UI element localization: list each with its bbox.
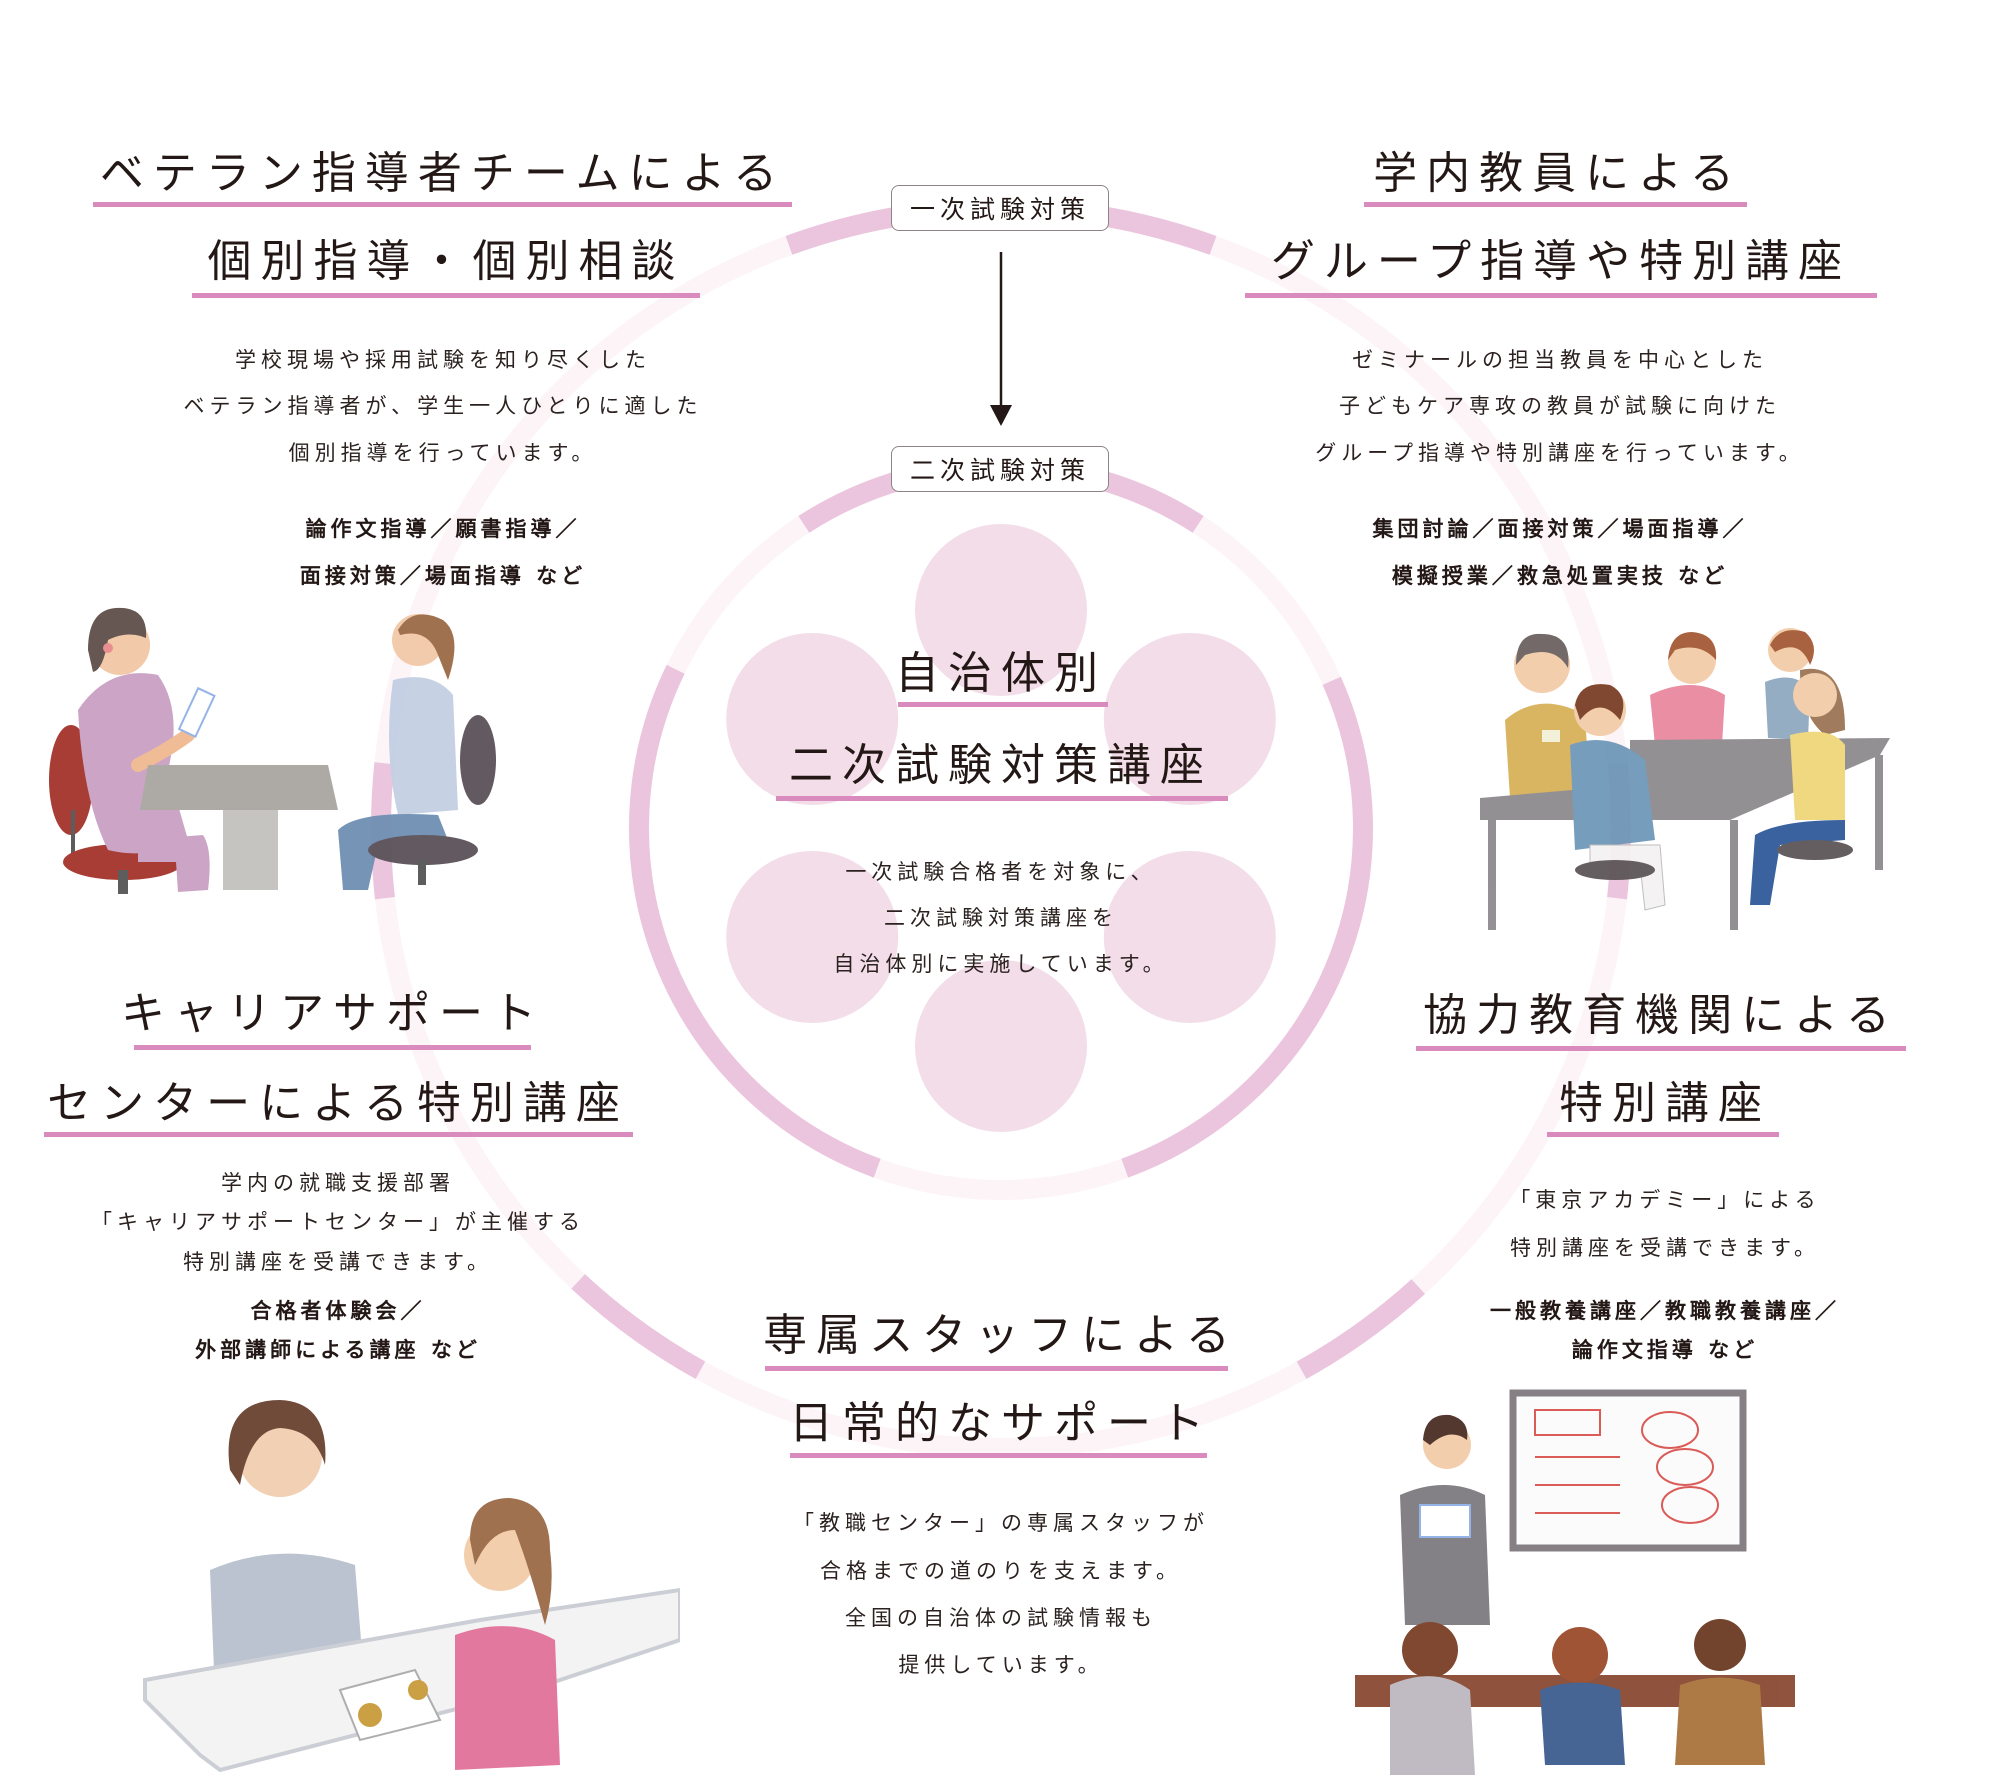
- second-stage-text: 二次試験対策: [909, 456, 1090, 485]
- veteran-title-underline-2: [192, 293, 700, 298]
- faculty-title-underline-2: [1245, 293, 1877, 298]
- flower-petal: [915, 960, 1087, 1132]
- center-body-line: 自治体別に実施しています。: [833, 952, 1169, 976]
- staff-title-line1: 専属スタッフによる: [763, 1310, 1239, 1361]
- veteran-body-line: ベテラン指導者が、学生一人ひとりに適した: [183, 394, 703, 418]
- inner-ring-segment-left: [629, 664, 881, 1178]
- partner-title-underline-1: [1416, 1046, 1906, 1051]
- partner-title-line2: 特別講座: [1559, 1078, 1771, 1129]
- veteran-title-underline-1: [93, 202, 792, 207]
- career-body-line: 学内の就職支援部署: [221, 1171, 455, 1195]
- career-body-line: 「キャリアサポートセンター」が主催する: [91, 1210, 585, 1234]
- inner-ring-segment-right: [1121, 676, 1373, 1178]
- faculty-items-line: 集団討論／面接対策／場面指導／: [1372, 517, 1748, 541]
- center-title-underline-1: [898, 702, 1108, 707]
- faculty-title-underline-1: [1364, 202, 1747, 207]
- first-stage-text: 一次試験対策: [909, 195, 1090, 224]
- illustration-career-center: [143, 1400, 680, 1773]
- flower-petal: [1103, 633, 1276, 805]
- illustration-group-study: [1480, 628, 1890, 930]
- illustration-individual-counseling: [49, 607, 496, 894]
- staff-body-line: 合格までの道のりを支えます。: [820, 1559, 1182, 1583]
- center-title-line1: 自治体別: [895, 648, 1107, 699]
- staff-title-underline-2: [790, 1453, 1207, 1458]
- center-flower: [726, 524, 1276, 1132]
- faculty-title-line1: 学内教員による: [1373, 148, 1743, 199]
- career-title-underline-1: [134, 1045, 531, 1050]
- career-items-line: 合格者体験会／: [250, 1299, 426, 1323]
- faculty-title-line2: グループ指導や特別講座: [1270, 236, 1852, 287]
- career-title-line1: キャリアサポート: [121, 988, 545, 1039]
- veteran-items-line: 論作文指導／願書指導／: [305, 517, 581, 541]
- staff-body-line: 提供しています。: [898, 1653, 1104, 1677]
- faculty-items-line: 模擬授業／救急処置実技 など: [1391, 564, 1729, 588]
- veteran-body-line: 学校現場や採用試験を知り尽くした: [235, 348, 651, 372]
- faculty-body-line: グループ指導や特別講座を行っています。: [1315, 441, 1805, 465]
- outer-ring-segment-bottom-left: [571, 1274, 706, 1380]
- flower-petal: [726, 851, 899, 1023]
- staff-title-line2: 日常的なサポート: [789, 1398, 1213, 1449]
- partner-items-line: 論作文指導 など: [1571, 1338, 1759, 1362]
- career-title-line2: センターによる特別講座: [47, 1078, 629, 1129]
- center-title-line2: 二次試験対策講座: [789, 740, 1213, 791]
- career-items-line: 外部講師による講座 など: [195, 1338, 481, 1362]
- center-body-line: 二次試験対策講座を: [884, 906, 1118, 930]
- faculty-body-line: ゼミナールの担当教員を中心とした: [1352, 348, 1768, 372]
- staff-body-line: 全国の自治体の試験情報も: [845, 1606, 1157, 1630]
- veteran-items-line: 面接対策／場面指導 など: [299, 564, 587, 588]
- career-title-underline-2: [44, 1132, 633, 1137]
- center-body-line: 一次試験合格者を対象に、: [845, 860, 1157, 884]
- career-body-line: 特別講座を受講できます。: [183, 1250, 493, 1274]
- veteran-body-line: 個別指導を行っています。: [288, 441, 598, 465]
- staff-title-underline-1: [765, 1366, 1228, 1371]
- faculty-body-line: 子どもケア専攻の教員が試験に向けた: [1339, 394, 1781, 418]
- veteran-title-line2: 個別指導・個別相談: [207, 236, 685, 287]
- partner-body-line: 特別講座を受講できます。: [1510, 1236, 1820, 1260]
- staff-body-line: 「教職センター」の専属スタッフが: [793, 1511, 1209, 1535]
- illustration-partner-lecture: [1355, 1389, 1795, 1775]
- flower-petal: [1103, 851, 1276, 1023]
- flower-petal: [726, 633, 899, 805]
- first-stage-label: 一次試験対策: [891, 185, 1109, 231]
- partner-title-line1: 協力教育機関による: [1423, 990, 1899, 1041]
- arrow-down-icon: [990, 252, 1012, 426]
- veteran-title-line1: ベテラン指導者チームによる: [99, 148, 787, 199]
- second-stage-label: 二次試験対策: [891, 446, 1109, 492]
- flower-petal: [915, 524, 1087, 696]
- partner-body-line: 「東京アカデミー」による: [1509, 1188, 1821, 1212]
- partner-items-line: 一般教養講座／教職教養講座／: [1490, 1299, 1840, 1323]
- outer-ring-segment-bottom-right: [1296, 1279, 1425, 1380]
- center-title-underline-2: [776, 796, 1228, 801]
- partner-title-underline-2: [1547, 1132, 1779, 1137]
